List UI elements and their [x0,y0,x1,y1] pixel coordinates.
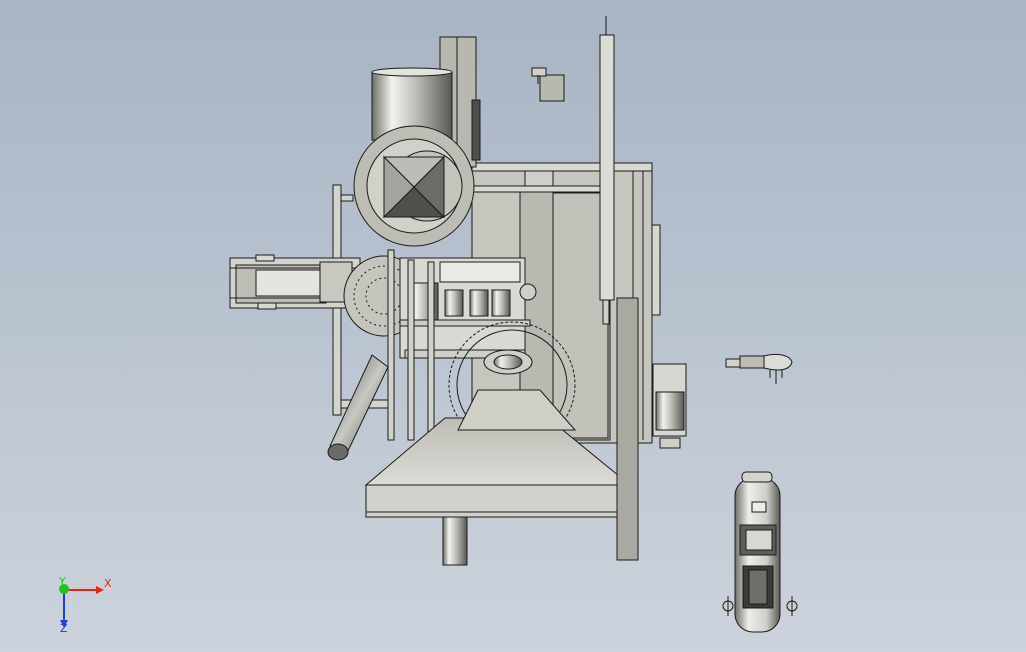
triad-y-label: Y [59,575,66,588]
y-axis-dot [59,584,69,594]
triad-z-label: Z [60,622,68,635]
right-upright-post [616,297,639,561]
small-bracket-part [539,74,565,102]
air-receiver-tank [722,471,798,633]
top-frame-bar [471,162,653,172]
bottom-spout [442,516,468,566]
vertical-guide-rod [599,34,615,301]
triad-x-label: X [104,577,112,590]
gear-wheel [448,321,576,449]
coordinate-triad [44,570,104,628]
detached-valve-component [725,353,793,384]
